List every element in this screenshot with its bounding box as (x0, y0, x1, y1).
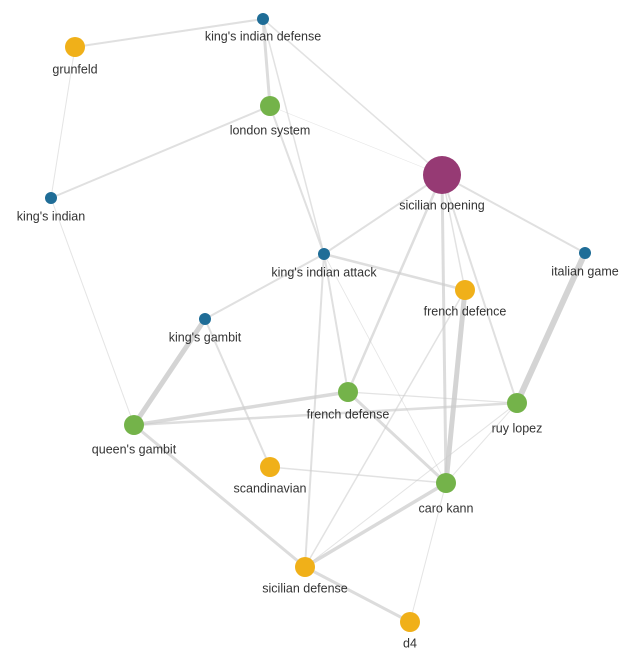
node-scandinavian[interactable] (260, 457, 280, 477)
node-label-d4: d4 (403, 636, 417, 650)
node-italian-game[interactable] (579, 247, 591, 259)
node-label-kings-indian-attack: king's indian attack (271, 265, 377, 279)
edge-kings-gambit-queens-gambit (131, 316, 208, 428)
edge-kings-indian-attack-sicilian-defense (304, 253, 325, 568)
edge-sicilian-defense-d4 (303, 565, 412, 624)
edge-french-defense-ruy-lopez (347, 391, 518, 404)
edge-caro-kann-sicilian-defense (303, 481, 448, 569)
edge-french-defense-caro-kann (346, 390, 448, 485)
edge-queens-gambit-sicilian-defense (132, 423, 307, 569)
edge-kings-indian-defense-london-system (261, 17, 272, 108)
edge-sicilian-opening-kings-indian-attack (323, 174, 443, 255)
edge-kings-gambit-scandinavian (204, 318, 271, 468)
edge-kings-indian-attack-french-defence (322, 252, 467, 292)
node-label-london-system: london system (230, 123, 311, 137)
node-kings-gambit[interactable] (199, 313, 211, 325)
edge-london-system-kings-indian-attack (269, 105, 325, 255)
node-d4[interactable] (400, 612, 420, 632)
node-kings-indian-attack[interactable] (318, 248, 330, 260)
edge-grunfeld-kings-indian-defense (74, 18, 264, 48)
edge-ruy-lopez-sicilian-defense (304, 402, 518, 568)
node-label-kings-indian-defense: king's indian defense (205, 29, 321, 43)
edge-london-system-kings-indian (50, 105, 271, 199)
edge-kings-indian-queens-gambit (50, 197, 135, 426)
edge-italian-game-ruy-lopez (514, 250, 588, 406)
node-label-ruy-lopez: ruy lopez (492, 421, 543, 435)
edge-sicilian-opening-italian-game (441, 174, 586, 254)
edge-scandinavian-caro-kann (269, 466, 447, 484)
edge-sicilian-opening-french-defence (441, 174, 466, 291)
node-ruy-lopez[interactable] (507, 393, 527, 413)
node-label-french-defence: french defence (424, 304, 507, 318)
edge-queens-gambit-french-defense (132, 390, 350, 427)
node-label-italian-game: italian game (551, 264, 618, 278)
edge-kings-indian-attack-kings-gambit (204, 253, 325, 320)
graph-nodes (45, 13, 591, 632)
edge-french-defence-caro-kann (443, 287, 468, 486)
node-sicilian-opening[interactable] (423, 156, 461, 194)
graph-labels: king's indian defense grunfeld london syst… (17, 29, 619, 650)
node-london-system[interactable] (260, 96, 280, 116)
edge-london-system-sicilian-opening (269, 105, 443, 176)
node-label-scandinavian: scandinavian (234, 481, 307, 495)
edge-sicilian-opening-ruy-lopez (441, 174, 518, 404)
node-caro-kann[interactable] (436, 473, 456, 493)
node-french-defence[interactable] (455, 280, 475, 300)
edge-kings-indian-defense-sicilian-opening (262, 18, 443, 176)
edge-sicilian-opening-french-defense (346, 173, 444, 394)
edge-sicilian-opening-caro-kann (440, 173, 448, 485)
edge-kings-indian-attack-caro-kann (323, 253, 447, 484)
edge-ruy-lopez-caro-kann (445, 402, 518, 484)
node-queens-gambit[interactable] (124, 415, 144, 435)
node-sicilian-defense[interactable] (295, 557, 315, 577)
node-label-french-defense: french defense (307, 407, 390, 421)
node-label-kings-indian: king's indian (17, 209, 85, 223)
node-label-grunfeld: grunfeld (52, 62, 97, 76)
node-label-kings-gambit: king's gambit (169, 330, 242, 344)
node-kings-indian[interactable] (45, 192, 57, 204)
edge-kings-indian-defense-kings-indian-attack (262, 18, 325, 255)
edge-grunfeld-kings-indian (50, 46, 76, 199)
graph-edges (50, 17, 588, 624)
node-french-defense[interactable] (338, 382, 358, 402)
edge-french-defence-sicilian-defense (304, 289, 466, 568)
node-label-caro-kann: caro kann (419, 501, 474, 515)
node-label-sicilian-opening: sicilian opening (399, 198, 485, 212)
edge-caro-kann-d4 (409, 482, 447, 623)
node-label-queens-gambit: queen's gambit (92, 442, 177, 456)
node-grunfeld[interactable] (65, 37, 85, 57)
edge-kings-indian-attack-french-defense (323, 253, 349, 393)
edge-queens-gambit-ruy-lopez (132, 401, 519, 427)
node-label-sicilian-defense: sicilian defense (262, 581, 348, 595)
node-kings-indian-defense[interactable] (257, 13, 269, 25)
